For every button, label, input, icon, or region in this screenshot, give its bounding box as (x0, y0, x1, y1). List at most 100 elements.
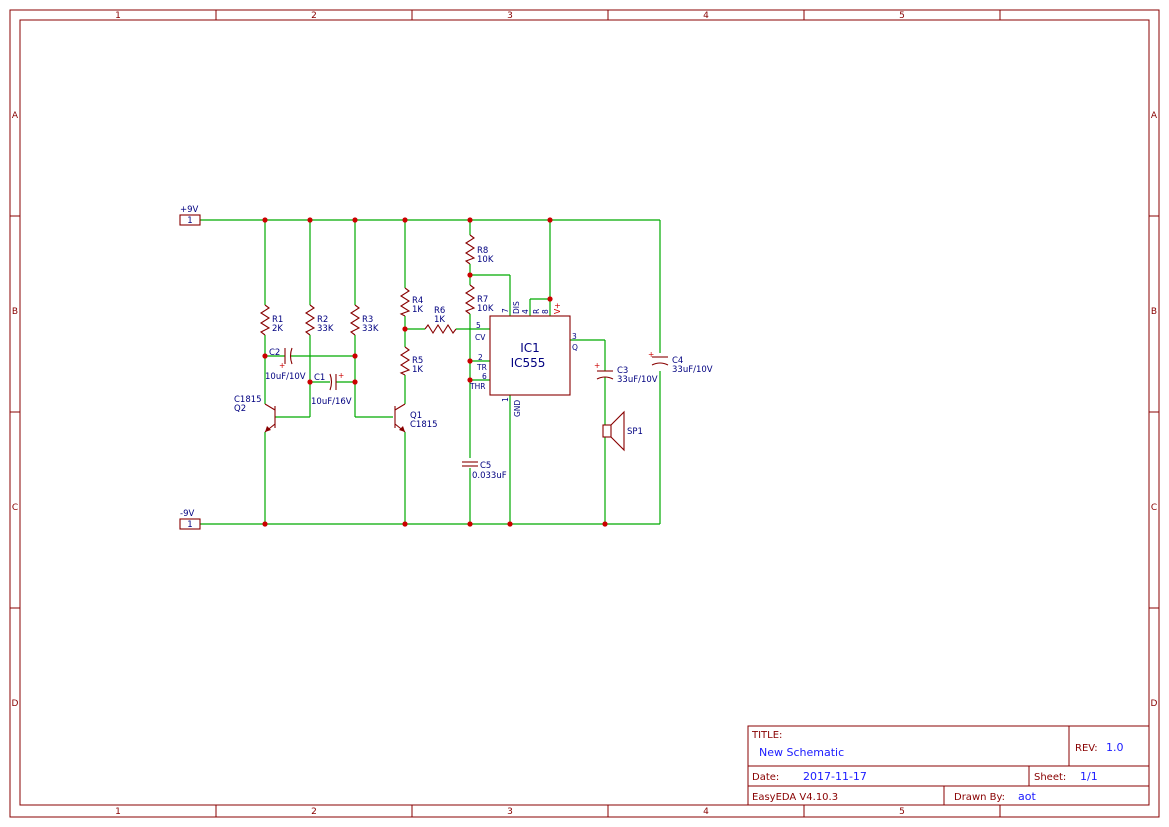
title-block: TITLE: New Schematic REV: 1.0 Date: 2017… (747, 725, 1150, 806)
svg-text:10uF/10V: 10uF/10V (265, 372, 306, 382)
svg-text:Q1: Q1 (410, 411, 422, 421)
svg-text:R3: R3 (362, 315, 373, 325)
svg-text:8: 8 (541, 309, 550, 314)
col-label: 1 (115, 807, 121, 817)
resistor-r6: R6 1K (424, 306, 457, 335)
resistor-r8: R8 10K (464, 234, 494, 265)
transistor-q2: C1815 Q2 (234, 395, 276, 433)
svg-text:33K: 33K (317, 324, 334, 334)
svg-text:R: R (532, 309, 541, 314)
svg-text:C2: C2 (269, 348, 280, 358)
svg-text:4: 4 (521, 309, 530, 314)
transistor-q1: Q1 C1815 (394, 403, 438, 433)
svg-text:R8: R8 (477, 246, 488, 256)
svg-text:1: 1 (187, 520, 192, 530)
svg-text:R1: R1 (272, 315, 283, 325)
svg-text:IC1: IC1 (520, 341, 540, 355)
svg-text:R2: R2 (317, 315, 328, 325)
col-label: 5 (899, 807, 905, 817)
svg-text:Q2: Q2 (234, 404, 246, 414)
svg-text:CV: CV (475, 333, 486, 342)
svg-text:33uF/10V: 33uF/10V (617, 375, 658, 385)
svg-text:+: + (648, 350, 654, 359)
svg-text:33uF/10V: 33uF/10V (672, 365, 713, 375)
svg-text:C1815: C1815 (410, 420, 438, 430)
sheet-value: 1/1 (1080, 770, 1098, 783)
capacitor-c4: + C4 33uF/10V (648, 350, 713, 375)
svg-text:5: 5 (476, 321, 481, 330)
col-label: 4 (703, 807, 709, 817)
port-label: -9V (180, 509, 194, 519)
svg-text:+: + (594, 361, 600, 370)
svg-text:1K: 1K (434, 315, 445, 325)
svg-text:+: + (279, 361, 285, 370)
software-label: EasyEDA V4.10.3 (752, 792, 838, 803)
svg-text:C5: C5 (480, 461, 491, 471)
svg-text:C4: C4 (672, 356, 683, 366)
rev-label: REV: (1075, 743, 1098, 754)
frame-zone-labels: 1 2 3 4 5 1 2 3 4 5 A B C D A B C D (12, 11, 1158, 817)
svg-text:DIS: DIS (512, 301, 521, 314)
svg-text:Q: Q (572, 343, 578, 352)
svg-text:THR: THR (469, 382, 485, 391)
title-value: New Schematic (759, 746, 844, 759)
svg-text:10K: 10K (477, 304, 494, 314)
row-label: B (12, 307, 18, 317)
row-label: C (12, 503, 18, 513)
col-label: 5 (899, 11, 905, 21)
svg-text:R5: R5 (412, 356, 423, 366)
power-port-pos: 1 +9V (179, 205, 201, 226)
resistor-r5: R5 1K (399, 346, 423, 376)
col-label: 1 (115, 11, 121, 21)
date-label: Date: (752, 772, 779, 783)
speaker-sp1: SP1 (602, 410, 643, 452)
svg-text:10uF/16V: 10uF/16V (311, 397, 352, 407)
svg-text:R6: R6 (434, 306, 445, 316)
svg-text:TR: TR (476, 363, 487, 372)
svg-text:1: 1 (501, 397, 510, 402)
svg-text:0.033uF: 0.033uF (472, 471, 507, 481)
row-label: D (1151, 699, 1158, 709)
power-port-neg: 1 -9V (179, 509, 201, 530)
resistor-r2: R2 33K (304, 304, 334, 336)
col-label: 2 (311, 807, 317, 817)
row-label: D (12, 699, 19, 709)
svg-text:C3: C3 (617, 366, 628, 376)
sheet-label: Sheet: (1034, 772, 1066, 783)
ic-555: IC1 IC555 5 CV 2 TR 6 THR 3 Q 7 DIS 4 R … (469, 301, 578, 417)
col-label: 2 (311, 11, 317, 21)
svg-text:IC555: IC555 (511, 356, 546, 370)
drawing-frame (9, 9, 1160, 818)
row-label: C (1151, 503, 1157, 513)
svg-text:C1815: C1815 (234, 395, 262, 405)
svg-text:6: 6 (482, 372, 487, 381)
col-label: 4 (703, 11, 709, 21)
resistor-r1: R1 2K (259, 304, 283, 336)
wires (200, 219, 661, 525)
row-label: A (12, 111, 19, 121)
capacitor-c1: + C1 10uF/16V (311, 371, 352, 407)
drawn-by-value: aot (1018, 790, 1036, 803)
row-label: A (1151, 111, 1158, 121)
svg-text:1K: 1K (412, 305, 423, 315)
title-label: TITLE: (751, 730, 782, 741)
svg-text:3: 3 (572, 332, 577, 341)
resistor-r4: R4 1K (399, 287, 423, 317)
col-label: 3 (507, 807, 513, 817)
svg-text:10K: 10K (477, 255, 494, 265)
svg-text:2K: 2K (272, 324, 283, 334)
capacitor-c5: C5 0.033uF (462, 461, 507, 481)
svg-text:1K: 1K (412, 365, 423, 375)
row-label: B (1151, 307, 1157, 317)
svg-text:C1: C1 (314, 373, 325, 383)
svg-text:R4: R4 (412, 296, 423, 306)
svg-text:2: 2 (478, 353, 483, 362)
col-label: 3 (507, 11, 513, 21)
resistor-r3: R3 33K (349, 304, 379, 336)
svg-text:GND: GND (513, 400, 522, 417)
capacitor-c2: + C2 10uF/10V (265, 347, 306, 382)
capacitor-c3: + C3 33uF/10V (594, 361, 658, 385)
resistor-r7: R7 10K (464, 284, 494, 315)
svg-text:R7: R7 (477, 295, 488, 305)
